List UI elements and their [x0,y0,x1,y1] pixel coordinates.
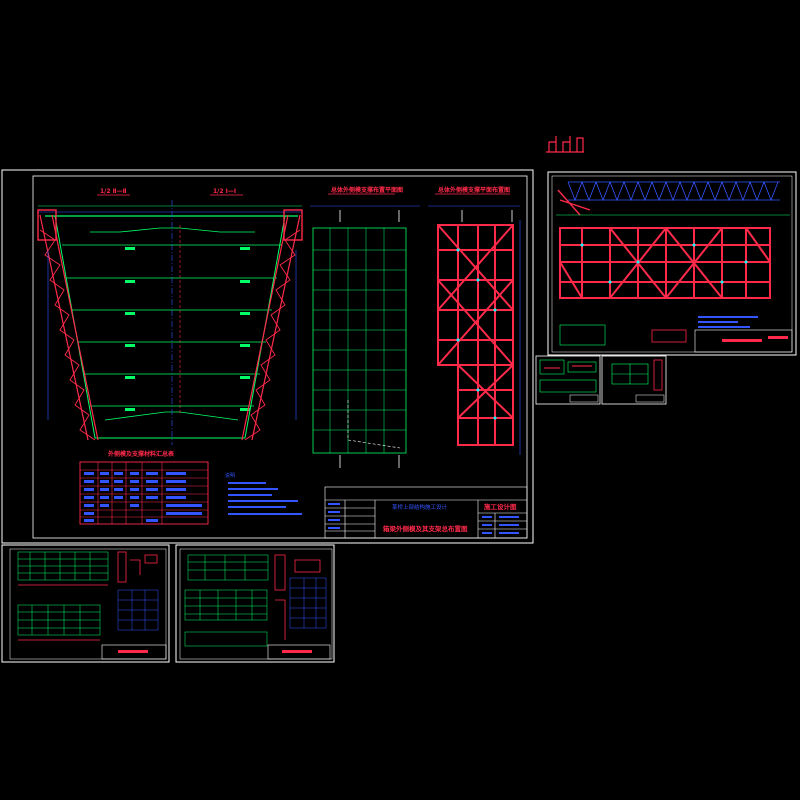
materials-table-cells [84,472,202,522]
right-truss-support [241,209,303,441]
sheet-right-top [547,171,797,356]
title-block-drawing-name: 箱梁外侧模及其支架总布置图 [383,524,468,533]
title-block-project: 某桥上部结构施工设计 [392,503,448,511]
section-label-right: 1/2 Ⅰ—Ⅰ [213,188,236,195]
plan-title-1: 总体外侧模支撑布置平面图 [331,186,403,194]
plan-drawing-2 [428,205,520,446]
sheet-bottom-right [175,544,335,663]
title-block-stamp: 施工设计图 [484,502,517,511]
main-sheet-outer-frame [1,169,534,544]
title-block [324,486,528,539]
sheet-bottom-left [1,544,170,663]
plan-title-2: 总体外侧模支撑平面布置图 [438,186,510,194]
materials-table-title: 外侧模及支撑材料汇总表 [107,450,175,458]
section-label-left: 1/2 Ⅱ—Ⅱ [100,188,127,195]
sheet-right-middle-a [535,355,601,405]
main-sheet: 1/2 Ⅱ—Ⅱ 1/2 Ⅰ—Ⅰ [1,169,534,544]
cross-section-drawing [37,200,303,445]
notes-text-lines [228,482,302,515]
main-sheet-inner-frame [32,175,528,539]
top-stray-mark [546,136,584,153]
plan-drawing-1 [310,205,420,468]
notes-heading: 说明 [225,472,235,479]
materials-table [79,461,209,525]
sheet-right-middle-b [601,355,667,405]
